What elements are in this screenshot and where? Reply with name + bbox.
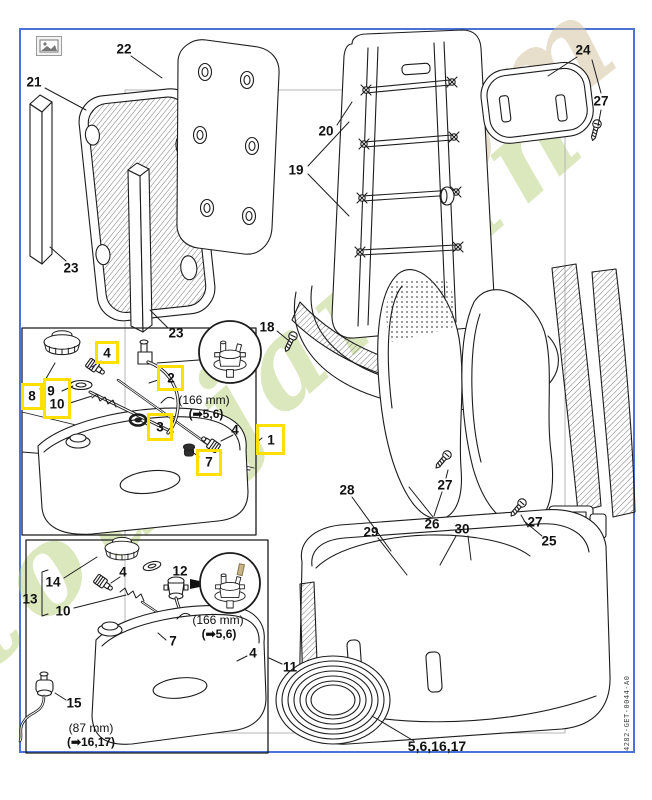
part-label-18[interactable]: 18 (259, 319, 275, 335)
part-label-15[interactable]: 15 (66, 695, 82, 711)
part-label-8[interactable]: 8 (28, 388, 36, 404)
tubing-coil-drawing (275, 655, 391, 745)
highlight-box-8[interactable] (21, 383, 43, 410)
part-label-4[interactable]: 4 (119, 564, 127, 580)
measurement-label-(166 mm): (166 mm) (192, 613, 244, 627)
document-code: 4282-GET-0044-A0 (623, 675, 631, 751)
back-plate-22-drawing (176, 39, 280, 255)
wing-screws (354, 76, 464, 258)
highlight-box-9-10[interactable] (43, 378, 71, 419)
part-label-7[interactable]: 7 (169, 633, 177, 649)
part-label-11[interactable]: 11 (282, 659, 298, 675)
leader-lines (39, 55, 602, 742)
part-label-5,6,16,17[interactable]: 5,6,16,17 (407, 738, 467, 754)
measurement-label-(87 mm): (87 mm) (68, 721, 114, 735)
part-label-22[interactable]: 22 (116, 41, 132, 57)
part-label-21[interactable]: 21 (26, 74, 42, 90)
part-label-25[interactable]: 25 (541, 533, 557, 549)
part-label-4[interactable]: 4 (231, 422, 239, 438)
part-label-10[interactable]: 10 (49, 396, 65, 412)
highlight-box-1[interactable] (256, 424, 285, 455)
part-label-29[interactable]: 29 (363, 524, 379, 540)
measurement-label-(➡5,6): (➡5,6) (201, 627, 237, 641)
long-straps-25-drawing (548, 263, 636, 539)
highlight-box-7[interactable] (196, 449, 222, 476)
headrest-pad-24-drawing (480, 61, 594, 144)
part-label-14[interactable]: 14 (45, 574, 61, 590)
part-label-23[interactable]: 23 (63, 260, 79, 276)
part-label-27[interactable]: 27 (593, 93, 609, 109)
part-label-24[interactable]: 24 (575, 42, 591, 58)
measurement-label-(➡5,6): (➡5,6) (188, 407, 224, 421)
tank-assembly-2-drawing (18, 536, 269, 754)
highlight-box-2[interactable] (157, 365, 184, 391)
highlight-box-3[interactable] (147, 413, 173, 441)
part-label-28[interactable]: 28 (339, 482, 355, 498)
part-label-1[interactable]: 1 (267, 432, 275, 448)
part-label-23[interactable]: 23 (168, 325, 184, 341)
part-label-12[interactable]: 12 (172, 563, 188, 579)
part-label-19[interactable]: 19 (288, 162, 304, 178)
part-label-4[interactable]: 4 (249, 645, 257, 661)
part-label-26[interactable]: 26 (424, 516, 440, 532)
part-label-30[interactable]: 30 (454, 521, 470, 537)
part-label-9[interactable]: 9 (47, 383, 55, 399)
part-label-13[interactable]: 13 (22, 591, 38, 607)
part-label-20[interactable]: 20 (318, 123, 334, 139)
foam-strip-left-23-drawing (29, 94, 53, 265)
part-label-10[interactable]: 10 (55, 603, 71, 619)
shoulder-pads-drawing (377, 269, 554, 527)
part-label-4[interactable]: 4 (103, 345, 111, 361)
grommet-12 (163, 576, 189, 600)
tank-assembly-1-drawing (21, 320, 262, 536)
filter-15 (18, 671, 54, 743)
foam-strip-center-23-drawing (127, 162, 153, 333)
image-placeholder-icon (36, 36, 62, 56)
part-label-7[interactable]: 7 (205, 454, 213, 470)
part-label-2[interactable]: 2 (167, 370, 175, 386)
part-label-27[interactable]: 27 (527, 514, 543, 530)
highlight-box-4[interactable] (95, 341, 119, 364)
measurement-label-(166 mm): (166 mm) (178, 393, 230, 407)
measurement-label-(➡16,17): (➡16,17) (66, 735, 116, 749)
part-label-27[interactable]: 27 (437, 477, 453, 493)
grommet-3 (128, 413, 148, 427)
part-label-3[interactable]: 3 (156, 419, 164, 435)
